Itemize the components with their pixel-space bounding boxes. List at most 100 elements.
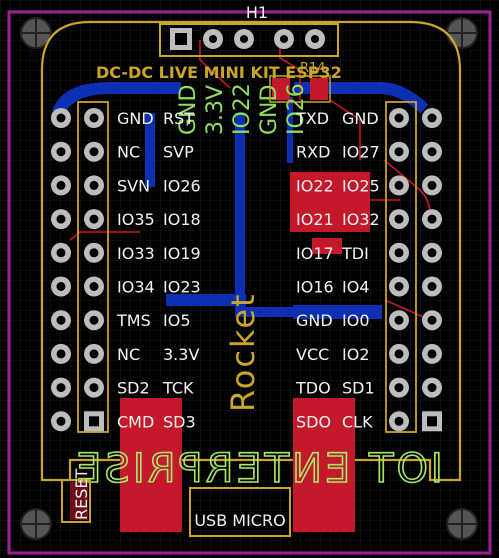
pin-hole <box>389 209 409 230</box>
left-pin-label-b: IO18 <box>163 210 201 229</box>
pin-hole <box>84 377 104 398</box>
pin-hole <box>84 175 104 196</box>
component-label: R14 <box>300 61 326 76</box>
pin-hole <box>389 310 409 331</box>
pad-right-upper <box>290 172 370 232</box>
right-pin-label-b: IO27 <box>342 143 380 162</box>
pin-hole <box>389 411 409 432</box>
left-pin-label-a: GND <box>117 109 154 128</box>
usb-label: USB MICRO <box>194 511 285 530</box>
header-pin-2: 3.3V <box>203 85 228 135</box>
pin-hole <box>389 343 409 364</box>
left-pin-label-a: IO34 <box>117 278 155 297</box>
pin-hole <box>422 209 442 230</box>
pin-hole <box>389 377 409 398</box>
pin-hole <box>422 242 442 263</box>
right-pin-label-b: TDI <box>341 244 369 263</box>
right-pin-label-a: VCC <box>296 345 329 364</box>
right-pin-label-b: GND <box>342 109 379 128</box>
pin-hole <box>51 343 71 364</box>
pin-hole <box>84 242 104 263</box>
header-pin-3: IO22 <box>230 83 255 135</box>
right-pin-label-a: GND <box>296 311 333 330</box>
enterprise-text: IOT ENTERPRISE <box>73 446 443 492</box>
reset-label: RESET <box>72 469 91 520</box>
right-pin-label-b: IO0 <box>342 311 370 330</box>
left-pin-label-a: SD2 <box>117 379 150 398</box>
left-pin-label-b: RST <box>163 109 194 128</box>
left-pin-label-a: NC <box>117 345 140 364</box>
header-h1 <box>159 23 339 57</box>
left-pin-label-a: IO35 <box>117 210 155 229</box>
right-pin-label-a: IO22 <box>296 176 334 195</box>
right-pin-label-b: CLK <box>342 412 373 431</box>
pin-hole <box>389 141 409 162</box>
pin-hole <box>422 343 442 364</box>
right-pin-label-a: IO21 <box>296 210 334 229</box>
pin-hole <box>389 242 409 263</box>
right-pin-label-b: SD1 <box>342 379 375 398</box>
pin-hole <box>84 343 104 364</box>
pin-hole <box>422 276 442 297</box>
right-pin-label-b: IO2 <box>342 345 370 364</box>
header-pin-labels: GND 3.3V IO22 GND IO26 <box>176 83 309 135</box>
pin-hole <box>51 141 71 162</box>
pad-right-large <box>293 398 355 532</box>
pin-hole <box>51 411 71 432</box>
header-pin-1: GND <box>176 85 201 135</box>
pin-hole <box>84 310 104 331</box>
pin-hole <box>84 411 104 432</box>
left-pin-label-b: IO19 <box>163 244 201 263</box>
pin-hole <box>389 175 409 196</box>
top-copper-traces <box>69 40 431 321</box>
pin-hole <box>422 108 442 128</box>
left-pin-label-a: CMD <box>117 412 154 431</box>
left-pin-label-b: SD3 <box>163 412 196 431</box>
right-pin-label-b: IO25 <box>342 176 380 195</box>
pin-headers <box>51 108 442 432</box>
pin-hole <box>422 141 442 162</box>
pin-hole <box>389 276 409 297</box>
usb-footprint <box>189 487 291 537</box>
left-pin-label-a: NC <box>117 143 140 162</box>
left-pin-label-a: IO33 <box>117 244 155 263</box>
right-pin-label-b: IO4 <box>342 278 370 297</box>
left-pin-label-b: 3.3V <box>163 345 199 364</box>
pin-hole <box>51 209 71 230</box>
pin-hole <box>51 377 71 398</box>
right-pin-label-a: RXD <box>296 143 330 162</box>
reset-pad <box>70 482 88 520</box>
pin-hole <box>51 242 71 263</box>
pin-hole <box>51 108 71 128</box>
pin-hole <box>389 108 409 128</box>
pin-hole <box>51 310 71 331</box>
pin-hole <box>84 141 104 162</box>
right-pin-label-a: IO16 <box>296 278 334 297</box>
right-pin-label-b: IO32 <box>342 210 380 229</box>
right-header-silk <box>385 101 417 433</box>
reset-button-footprint <box>61 479 91 523</box>
left-pin-label-b: TCK <box>162 379 194 398</box>
brand-vertical: Rocket <box>224 292 262 412</box>
right-pin-label-a: TDO <box>295 379 331 398</box>
board-outline <box>7 10 492 555</box>
top-copper-pads <box>120 78 370 532</box>
left-pin-label-b: SVP <box>163 143 194 162</box>
right-pin-label-a: TXD <box>295 109 329 128</box>
pin-hole <box>422 310 442 331</box>
pin-hole <box>422 377 442 398</box>
right-pin-label-a: SDO <box>296 412 331 431</box>
pin-hole <box>84 108 104 128</box>
left-pin-label-b: IO5 <box>163 311 191 330</box>
header-label: H1 <box>246 3 268 22</box>
left-pin-label-b: IO23 <box>163 278 201 297</box>
left-pin-label-a: TMS <box>116 311 151 330</box>
r14-footprint <box>269 75 331 103</box>
pin-hole <box>84 276 104 297</box>
left-header-silk <box>77 101 109 433</box>
pin-hole <box>422 411 442 432</box>
header-pin-5: IO26 <box>284 83 309 135</box>
